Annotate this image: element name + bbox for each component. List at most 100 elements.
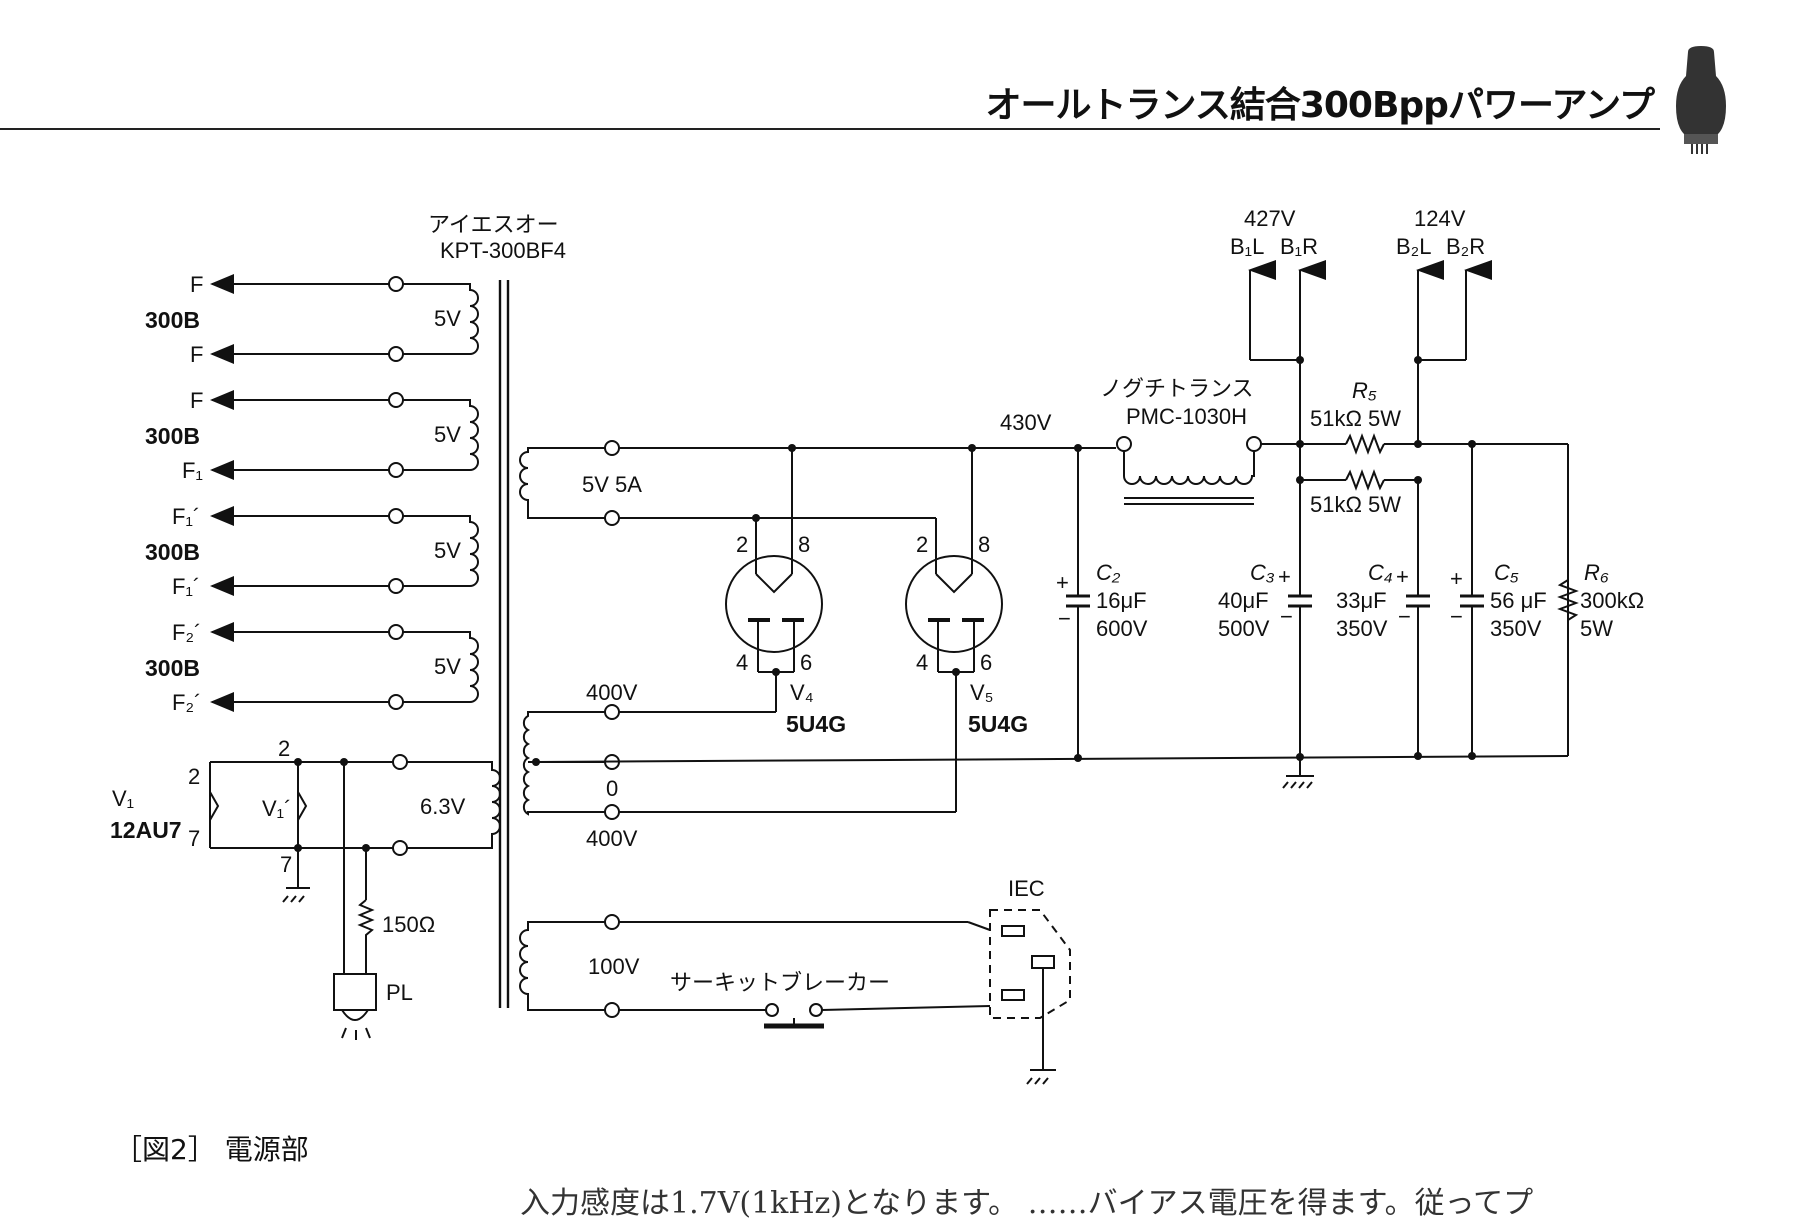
rect-heater-label: 5V 5A [582, 472, 642, 497]
header-title: オールトランス結合300Bppパワーアンプ [985, 85, 1655, 126]
pilot-resistor-label: 150Ω [382, 912, 435, 937]
figure-caption: ［図2］ 電源部 [114, 1133, 309, 1166]
heater-winding-1 [210, 274, 479, 364]
transformer-maker-label: アイエスオー [428, 212, 559, 237]
c2-value: 16μF [1096, 588, 1147, 613]
b-voltage-label: 430V [1000, 410, 1052, 435]
capacitor-c3 [1288, 480, 1312, 757]
mains-winding [519, 914, 991, 1029]
chassis-ground-symbol [1282, 757, 1314, 789]
v5-ref-label: V₅ [970, 680, 994, 705]
choke-model-label: PMC-1030H [1126, 404, 1247, 429]
v1-pin-top: 2 [278, 736, 290, 761]
hw3-bottom-label: F₁´ [172, 574, 200, 599]
v4-pin-4: 4 [736, 650, 748, 675]
iec-label: IEC [1008, 876, 1045, 901]
out2-right-label: B₂R [1446, 234, 1485, 259]
capacitor-c2 [1066, 444, 1090, 758]
v4-pin-8: 8 [798, 532, 810, 557]
ground-rail [535, 755, 1569, 763]
v5-type-label: 5U4G [968, 711, 1028, 737]
v4-pin-2: 2 [736, 532, 748, 557]
c3-value: 40μF [1218, 588, 1269, 613]
c4-plus: + [1396, 564, 1409, 589]
out2-voltage-label: 124V [1414, 206, 1466, 231]
c2-volt: 600V [1096, 616, 1148, 641]
hw1-tube-label: 300B [145, 307, 200, 333]
c5-plus: + [1450, 566, 1463, 591]
hw4-bottom-label: F₂´ [172, 690, 201, 715]
v4-pin-6: 6 [800, 650, 812, 675]
iec-inlet [989, 909, 1071, 1085]
hw3-top-label: F₁´ [172, 504, 200, 529]
resistor-r6 [1557, 579, 1579, 621]
v5-pin-6: 6 [980, 650, 992, 675]
c3-ref: C₃ [1250, 560, 1275, 585]
v5-pin-4: 4 [916, 650, 928, 675]
c4-value: 33μF [1336, 588, 1387, 613]
transformer-model-label: KPT-300BF4 [440, 238, 566, 263]
hw1-top-label: F [190, 272, 203, 297]
v5-pin-8: 8 [978, 532, 990, 557]
capacitor-c5 [1460, 444, 1484, 756]
v4-type-label: 5U4G [786, 711, 846, 737]
out1-left-label: B₁L [1230, 234, 1264, 259]
heater-winding-4 [210, 622, 479, 712]
hw3-voltage-label: 5V [434, 538, 461, 563]
hw2-voltage-label: 5V [434, 422, 461, 447]
r6-ref: R₆ [1584, 560, 1609, 585]
hw2-tube-label: 300B [145, 423, 200, 449]
mains-voltage-label: 100V [588, 954, 640, 979]
r6-watt: 5W [1580, 616, 1613, 641]
v1-pin-bottom-outer: 7 [188, 826, 200, 851]
r6-value: 300kΩ [1580, 588, 1644, 613]
out2-left-label: B₂L [1396, 234, 1431, 259]
c2-ref: C₂ [1096, 560, 1121, 585]
ht-bottom-label: 400V [586, 826, 638, 851]
ht-winding [522, 704, 620, 820]
rectifier-v5 [619, 444, 1003, 813]
c4-minus: − [1398, 604, 1411, 629]
hw2-top-label: F [190, 388, 203, 413]
ht-center-label: 0 [606, 776, 618, 801]
c3-volt: 500V [1218, 616, 1270, 641]
hw4-voltage-label: 5V [434, 654, 461, 679]
header-rule [0, 128, 1660, 130]
heater-63v-winding [209, 754, 501, 903]
pilot-lamp-label: PL [386, 980, 413, 1005]
choke-pmc1030h [1116, 436, 1300, 505]
choke-maker-label: ノグチトランス [1100, 376, 1254, 401]
hw2-bottom-label: F₁ [182, 458, 203, 483]
c4-volt: 350V [1336, 616, 1388, 641]
capacitor-c4 [1406, 480, 1430, 756]
heater-63v-label: 6.3V [420, 794, 466, 819]
r5-value: 51kΩ 5W [1310, 406, 1401, 431]
pilot-lamp-circuit [333, 762, 377, 1040]
hw3-tube-label: 300B [145, 539, 200, 565]
rect-heater-winding [519, 440, 620, 526]
v1-pin-bottom: 7 [280, 852, 292, 877]
output-b2 [1414, 260, 1492, 444]
vacuum-tube-icon [1676, 46, 1726, 154]
r5b-value: 51kΩ 5W [1310, 492, 1401, 517]
hw4-tube-label: 300B [145, 655, 200, 681]
ht-top-label: 400V [586, 680, 638, 705]
c2-plus: + [1056, 570, 1069, 595]
c5-value: 56 μF [1490, 588, 1547, 613]
v1-pin-top-outer: 2 [188, 764, 200, 789]
c5-minus: − [1450, 604, 1463, 629]
body-text-fragment: 入力感度は1.7V(1kHz)となります。 ……バイアス電圧を得ます。従ってプ [520, 1186, 1534, 1221]
c3-minus: − [1280, 604, 1293, 629]
c2-minus: − [1058, 606, 1071, 631]
v1-ref2-label: V₁´ [262, 796, 291, 821]
c4-ref: C₄ [1368, 560, 1393, 585]
v4-ref-label: V₄ [790, 680, 814, 705]
heater-winding-2 [210, 390, 479, 480]
out1-voltage-label: 427V [1244, 206, 1296, 231]
transformer-core [498, 280, 510, 1008]
out1-right-label: B₁R [1280, 234, 1318, 259]
c3-plus: + [1278, 564, 1291, 589]
output-b1 [1248, 260, 1326, 444]
r5-ref: R₅ [1352, 378, 1377, 403]
